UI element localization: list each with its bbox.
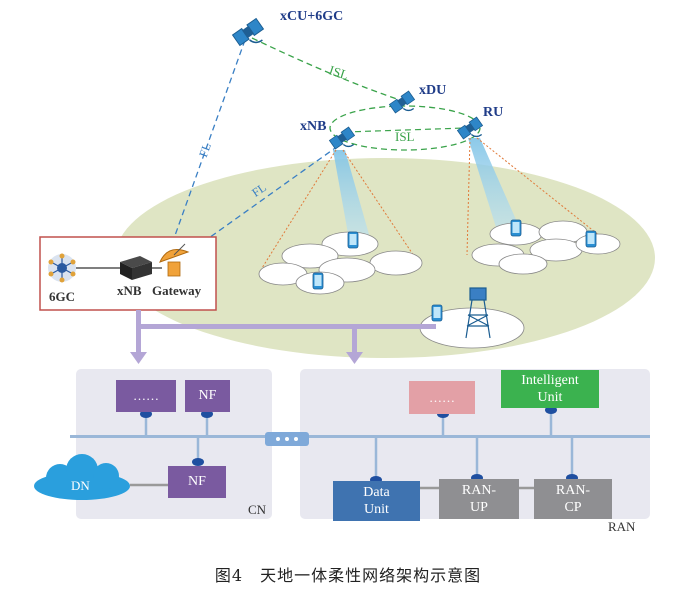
phone-icon	[510, 219, 522, 237]
isl-link-xnb-ru	[344, 127, 466, 133]
xnb-ground-label: xNB	[117, 283, 142, 298]
nf-box: NF	[185, 380, 230, 412]
cn-label: CN	[248, 502, 267, 517]
dn-label: DN	[71, 478, 90, 493]
coverage-line	[476, 137, 616, 249]
ru-beam	[468, 138, 525, 240]
router-hub-icon	[48, 253, 76, 283]
dish-antenna-icon	[159, 243, 190, 277]
ran-cp-box: RAN- CP	[534, 479, 612, 519]
backhaul-connector	[130, 310, 436, 364]
cn-ellipsis-box: ……	[116, 380, 176, 412]
nf-box: NF	[168, 466, 226, 498]
coverage-line	[466, 137, 471, 256]
ran-cp-line1: RAN-	[555, 482, 591, 498]
xcu-6gc-label: xCU+6GC	[280, 9, 344, 24]
ru-label: RU	[483, 105, 504, 120]
fl-link-xcu	[167, 39, 246, 256]
6gc-label: 6GC	[49, 289, 75, 304]
ran-ellipsis-box: ……	[409, 381, 475, 414]
isl-link-xcu-xdu	[251, 37, 401, 101]
coverage-line	[261, 149, 337, 269]
intelligent-unit-line1: Intelligent	[521, 372, 579, 388]
satellite-icon	[231, 17, 265, 47]
ran-up-line2: UP	[470, 500, 488, 515]
phone-icon	[312, 272, 324, 290]
ran-bus	[318, 435, 650, 438]
intelligent-unit-line2: Unit	[537, 390, 563, 405]
gateway-label: Gateway	[152, 283, 202, 298]
coverage-line	[342, 149, 419, 263]
data-unit-line2: Unit	[364, 502, 389, 517]
intelligent-unit-box: Intelligent Unit	[501, 370, 599, 408]
data-unit-line1: Data	[363, 484, 390, 500]
satellite-icon	[456, 116, 484, 140]
phone-icon	[431, 304, 443, 322]
cn-bus	[70, 435, 274, 438]
fl-link-xnb	[184, 145, 339, 256]
satellite-icon	[328, 126, 356, 150]
cell-tower-icon	[465, 287, 491, 339]
xnb-satellite-label: xNB	[300, 119, 327, 134]
ran-cp-line2: CP	[564, 500, 582, 515]
isl-label: ISL	[395, 129, 415, 144]
phone-icon	[585, 230, 597, 248]
ran-up-line1: RAN-	[461, 482, 497, 498]
cloud-icon	[34, 454, 130, 500]
phone-icon	[347, 231, 359, 249]
network-box-icon	[120, 256, 152, 280]
right-cell-cluster	[471, 220, 621, 275]
ran-up-box: RAN- UP	[439, 479, 519, 519]
isl-ring	[329, 105, 481, 151]
ran-label: RAN	[608, 519, 636, 534]
xnb-beam	[333, 150, 372, 245]
data-unit-box: Data Unit	[333, 481, 420, 521]
xdu-label: xDU	[419, 83, 447, 98]
figure-caption: 图4 天地一体柔性网络架构示意图	[214, 566, 482, 585]
satellite-icon	[388, 90, 416, 114]
